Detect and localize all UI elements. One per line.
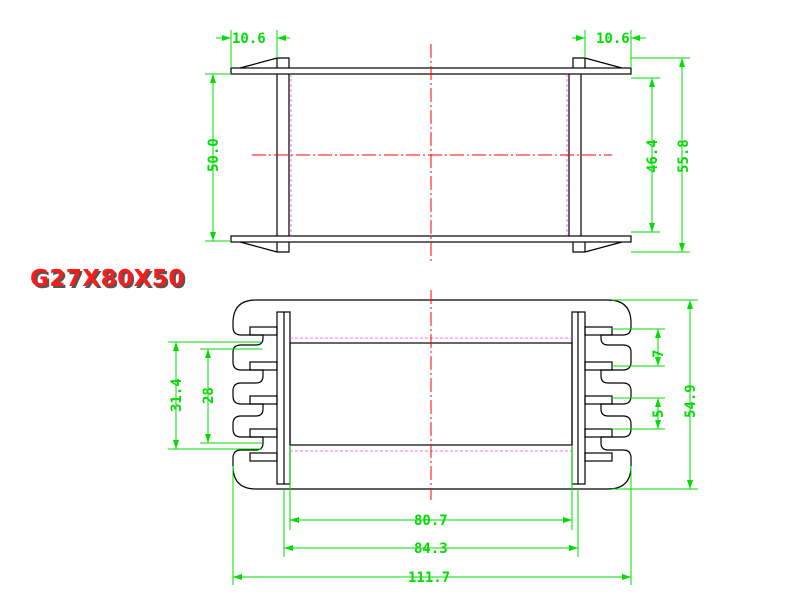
dim-pin-gap: 5 bbox=[651, 410, 667, 418]
dim-top-height-left: 50.0 bbox=[206, 138, 222, 172]
dim-core-width: 84.3 bbox=[414, 541, 448, 557]
right-flange-outline bbox=[572, 299, 632, 490]
bottom-right-tab bbox=[572, 241, 623, 253]
bottom-view bbox=[232, 299, 632, 490]
dim-winding-width: 80.7 bbox=[414, 513, 448, 529]
dim-overall-width: 111.7 bbox=[408, 570, 450, 586]
bottom-left-tab bbox=[239, 241, 290, 253]
dim-top-left-flange: 10.6 bbox=[232, 31, 266, 47]
left-pins bbox=[249, 326, 278, 462]
dim-pin-pitch: 7 bbox=[651, 350, 667, 358]
top-dim-arrows bbox=[210, 35, 685, 252]
dim-top-overall-height: 55.8 bbox=[676, 139, 692, 173]
top-centerlines bbox=[252, 44, 612, 262]
dim-top-right-flange: 10.6 bbox=[596, 31, 630, 47]
part-title: G27X80X50 bbox=[30, 266, 185, 292]
right-pins bbox=[584, 326, 613, 462]
top-left-tab bbox=[239, 57, 290, 69]
bottom-dimensions bbox=[168, 299, 698, 585]
dim-top-inner-height: 46.4 bbox=[645, 139, 661, 173]
dim-pin-span-outer: 31.4 bbox=[169, 378, 185, 412]
top-dimensions bbox=[205, 30, 690, 253]
bottom-dim-arrows bbox=[173, 300, 693, 580]
dim-bottom-overall-height: 54.9 bbox=[683, 384, 699, 418]
top-right-tab bbox=[572, 57, 623, 69]
dim-pin-span-inner: 28 bbox=[201, 387, 217, 404]
bottom-flange bbox=[230, 235, 632, 243]
